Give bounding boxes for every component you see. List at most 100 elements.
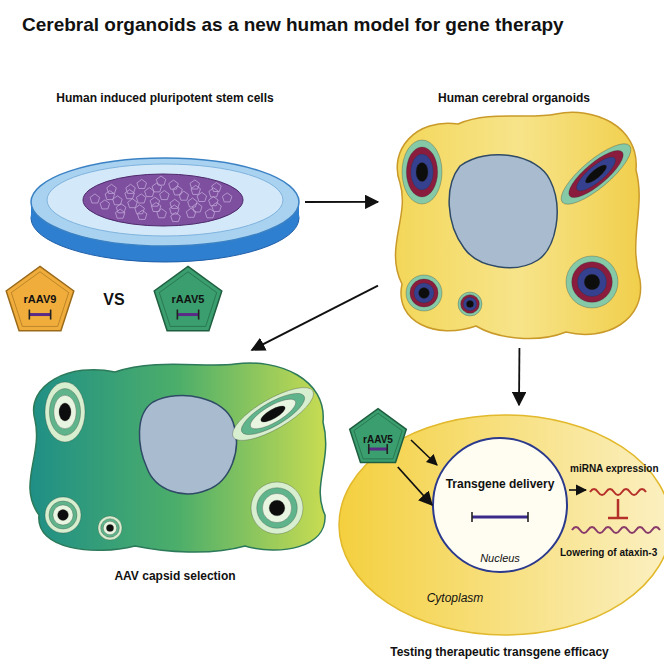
rosette-ring — [572, 262, 613, 303]
title-text: Cerebral organoids as a new human model … — [22, 14, 564, 37]
capsid-label: rAAV9 — [24, 293, 57, 306]
rosette-ring — [419, 288, 430, 299]
itr-end — [527, 512, 529, 522]
rosette-ring — [251, 482, 303, 534]
rosette-ring — [101, 519, 120, 538]
organoid-outline — [395, 112, 640, 338]
ventricular-rosette — [458, 292, 482, 316]
cell-texture — [179, 191, 189, 200]
text-holder: Human induced pluripotent stem cells — [25, 88, 305, 106]
cell-texture — [125, 190, 134, 199]
rosette-ring — [416, 162, 428, 181]
capsid-outline — [154, 266, 222, 330]
cell-texture — [169, 180, 179, 189]
ventricular-rosette — [566, 256, 618, 308]
inhibition-bar — [608, 517, 628, 520]
rosette-ring — [411, 154, 433, 190]
cell-texture — [170, 205, 180, 214]
rosette-ring — [466, 300, 473, 307]
capsid-facet — [354, 413, 402, 459]
transduced-organoid-shape — [15, 350, 335, 585]
rosette-ring — [563, 144, 630, 205]
panel-heading: AAV capsid selection — [114, 569, 235, 583]
comparison-label: VS — [103, 290, 124, 309]
text-holder: rAAV9 — [2, 289, 78, 307]
itr-end — [368, 444, 370, 454]
stem-cell-colony — [83, 174, 243, 226]
rosette-ring — [583, 162, 609, 185]
ventricular-rosette — [402, 140, 442, 204]
process-label: Lowering of ataxin-3 — [560, 547, 657, 559]
transgene-bar — [369, 448, 387, 451]
rosette-ring — [553, 135, 638, 213]
cell-texture — [90, 194, 100, 203]
organoid-outline — [30, 363, 326, 552]
ventricular-rosette — [406, 275, 442, 311]
itr-end — [386, 444, 388, 454]
cell-texture — [128, 199, 138, 208]
inhibition-line — [617, 499, 620, 518]
ventricular-rosette — [45, 497, 81, 533]
cell-membrane — [339, 415, 664, 635]
rosette-ring — [58, 510, 69, 521]
ventricular-rosette — [553, 135, 638, 213]
itr-end — [177, 310, 179, 320]
cell-texture — [100, 200, 110, 209]
process-label: miRNA expression — [570, 463, 659, 475]
petri-dish: Human induced pluripotent stem cells — [25, 88, 305, 278]
cell-texture — [152, 183, 162, 192]
cell-texture — [115, 209, 125, 218]
cell-texture — [205, 209, 215, 218]
text-holder: miRNA expression — [570, 458, 662, 476]
cell-texture — [126, 184, 136, 193]
cerebral-organoid-shape — [378, 88, 650, 348]
organoid-core — [449, 155, 557, 268]
rosette-ring — [566, 256, 618, 308]
rosette-ring — [584, 274, 600, 290]
rosette-ring — [49, 389, 80, 436]
capsid-label: rAAV5 — [172, 293, 205, 306]
rosette-ring — [45, 497, 81, 533]
cerebral-organoid: Human cerebral organoids — [378, 88, 650, 348]
text-holder: Nucleus — [432, 548, 568, 566]
cell-texture — [136, 194, 146, 203]
cell-texture — [157, 209, 167, 218]
transduced-organoid: AAV capsid selection — [15, 350, 335, 585]
cell-texture — [212, 203, 222, 212]
rosette-ring — [54, 395, 76, 429]
rosette-ring — [259, 403, 287, 425]
aav-capsid: rAAV9 — [2, 262, 78, 336]
rosette-ring — [463, 297, 476, 310]
rosette-ring — [59, 403, 71, 421]
rosette-ring — [410, 279, 438, 307]
organoid-core — [139, 396, 236, 494]
cell-texture — [209, 197, 219, 206]
expression-arrow — [569, 489, 586, 491]
text-holder: Lowering of ataxin-3 — [560, 542, 662, 560]
transgene-bar — [29, 313, 50, 316]
flow-arrow — [252, 286, 378, 350]
rosette-ring — [406, 147, 437, 197]
itr-end — [29, 310, 31, 320]
aav-capsid: rAAV5 — [150, 262, 226, 336]
cell-texture — [150, 197, 160, 206]
rosette-ring — [246, 394, 299, 434]
cell-texture — [160, 191, 170, 200]
rosette-ring — [402, 140, 442, 204]
transgene-bar — [177, 313, 198, 316]
text-holder: VS — [94, 290, 134, 309]
text-holder: rAAV5 — [345, 429, 411, 447]
petri-dish-shape — [25, 88, 305, 278]
rosette-ring — [106, 524, 113, 531]
nucleus: Transgene deliveryNucleus — [432, 437, 568, 573]
rosette-ring — [98, 516, 122, 540]
nuclear-envelope — [433, 438, 567, 572]
rosette-ring — [103, 521, 116, 534]
rosette-ring — [458, 292, 482, 316]
panel-heading: Human cerebral organoids — [438, 91, 590, 105]
rosette-ring — [414, 283, 434, 303]
cell-texture — [107, 184, 117, 193]
dish-medium — [47, 164, 283, 236]
rosette-ring — [236, 386, 310, 442]
itr-end — [50, 310, 52, 320]
